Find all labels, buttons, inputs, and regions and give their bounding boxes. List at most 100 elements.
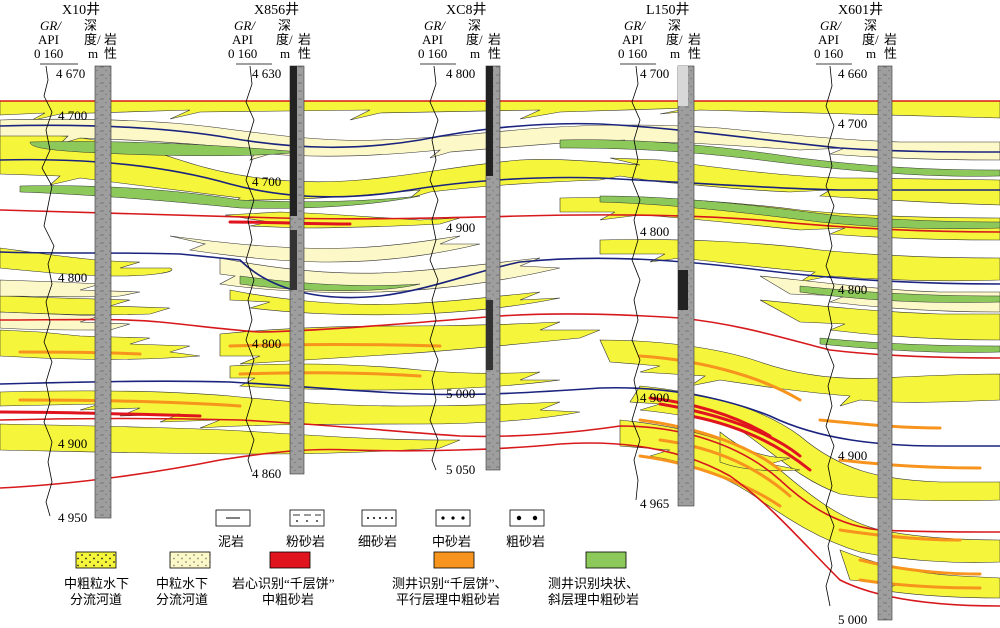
- depth-label: 度/: [276, 32, 293, 47]
- depth-mark: 4 800: [252, 336, 281, 351]
- scale-label: 0 160: [618, 46, 647, 61]
- legend-medium-sandstone: 中砂岩: [432, 509, 471, 549]
- scale-label: 0 160: [34, 46, 63, 61]
- sand-body: [0, 423, 461, 455]
- well-xc8: [420, 63, 501, 471]
- well-name: X856井: [254, 2, 299, 18]
- log-layer: [638, 454, 782, 508]
- boundary-red: [0, 442, 1000, 607]
- scale-label: 0 160: [814, 46, 843, 61]
- depth-label: 深: [278, 18, 291, 33]
- well-x601: [816, 63, 893, 621]
- well-x856: [236, 63, 305, 475]
- gr-label: GR/: [40, 18, 62, 33]
- legend-label: 分流河道: [70, 592, 122, 607]
- sand-body: [229, 363, 561, 391]
- depth-top: 4 700: [640, 66, 669, 81]
- legend-label: 测井识别“千层饼”、: [392, 576, 508, 591]
- massive-layer: [819, 337, 1000, 353]
- depth-mark: 5 000: [446, 386, 475, 401]
- unit-label: m: [866, 46, 876, 61]
- unit-label: m: [670, 46, 680, 61]
- depth-bottom: 5 050: [446, 462, 475, 477]
- gr-curve: [41, 65, 55, 517]
- boundary-blue: [0, 251, 1000, 299]
- log-layers: [18, 343, 982, 590]
- log-layer: [858, 558, 982, 576]
- unit-label: m: [88, 46, 98, 61]
- legend-label: 粉砂岩: [286, 534, 325, 549]
- legend-label: 细砂岩: [358, 534, 397, 549]
- depth-mark: 4 800: [58, 270, 87, 285]
- lithology-label: 性: [688, 46, 701, 61]
- depth-mark: 4 900: [640, 390, 669, 405]
- legend-fine-sandstone: 细砂岩: [358, 509, 397, 549]
- lithology-label: 性: [488, 46, 501, 61]
- scale-label: 0 160: [228, 46, 257, 61]
- depth-mark: 4 700: [58, 108, 87, 123]
- legend-log-layer: 测井识别“千层饼”、 平行层理中粗砂岩: [392, 551, 508, 607]
- depth-label: 深: [468, 18, 481, 33]
- depth-labels: 4 670 4 700 4 800 4 900 4 950 4 630 4 70…: [56, 66, 867, 627]
- log-layer: [858, 578, 982, 590]
- sand-body: [0, 247, 173, 277]
- lithology-label: 岩: [688, 32, 701, 47]
- log-layer: [638, 354, 802, 402]
- gr-curve: [825, 65, 835, 607]
- depth-label: 深: [864, 18, 877, 33]
- legend-label: 测井识别块状、: [548, 576, 639, 591]
- depth-label: 度/: [466, 32, 483, 47]
- lithology-label: 性: [884, 46, 897, 61]
- depth-mark: 4 700: [252, 174, 281, 189]
- depth-mark: 4 800: [640, 224, 669, 239]
- lithology-label: 岩: [298, 32, 311, 47]
- coarse-sand-bodies: [0, 100, 1000, 599]
- well-x10: [40, 63, 112, 519]
- legend-medium-channel: 中粒水下 分流河道: [156, 551, 211, 607]
- boundary-red: [0, 209, 1000, 233]
- depth-label: 深: [668, 18, 681, 33]
- api-label: API: [622, 32, 643, 47]
- api-label: API: [232, 32, 253, 47]
- core-layer: [648, 396, 772, 438]
- legend-core-layer: 岩心识别“千层饼” 中粗砂岩: [232, 551, 335, 607]
- legend-label: 分流河道: [156, 592, 208, 607]
- depth-bottom: 4 950: [58, 510, 87, 525]
- legend-siltstone: 粉砂岩: [286, 509, 325, 549]
- massive-layer: [19, 185, 421, 209]
- lithology-label: 岩: [488, 32, 501, 47]
- legend-label: 泥岩: [218, 534, 244, 549]
- depth-mark: 4 800: [838, 282, 867, 297]
- api-label: API: [38, 32, 59, 47]
- legend-label: 中粗粒水下: [64, 576, 129, 591]
- legend-label: 斜层理中粗砂岩: [548, 592, 639, 607]
- unit-label: m: [470, 46, 480, 61]
- gr-label: GR/: [820, 18, 842, 33]
- sand-body: [599, 339, 1000, 407]
- core-layer: [678, 412, 812, 472]
- legend-swatch: [585, 551, 627, 569]
- depth-bottom: 4 860: [252, 466, 281, 481]
- depth-bottom: 4 965: [640, 496, 669, 511]
- gr-curve: [429, 65, 439, 471]
- depth-mark: 4 900: [838, 448, 867, 463]
- well-headers: X10井 GR/ 深 API 度/ 岩 0 160 m 性 X856井 GR/ …: [34, 2, 897, 61]
- depth-mark: 4 900: [58, 436, 87, 451]
- legend-mudstone: 泥岩: [215, 509, 251, 549]
- legend-swatch: [433, 551, 475, 569]
- massive-layer: [599, 195, 1000, 229]
- sand-body: [219, 321, 601, 365]
- depth-label: 度/: [84, 32, 101, 47]
- well-l150: [620, 63, 695, 507]
- legend-swatch: [269, 551, 311, 569]
- log-layer: [238, 371, 422, 378]
- api-label: API: [422, 32, 443, 47]
- well-name: L150井: [646, 2, 690, 18]
- sand-body: [0, 295, 171, 316]
- gr-label: GR/: [624, 18, 646, 33]
- depth-bottom: 5 000: [838, 612, 867, 627]
- lithology-legend: 泥岩 粉砂岩 细砂岩 中砂岩 粗砂岩: [215, 509, 545, 549]
- depth-top: 4 670: [56, 66, 85, 81]
- depth-top: 4 630: [252, 66, 281, 81]
